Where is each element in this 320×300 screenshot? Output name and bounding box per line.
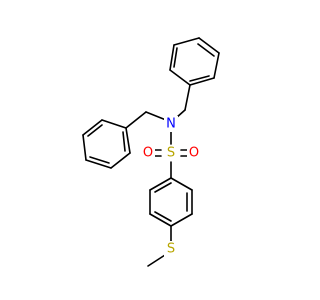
bond <box>125 111 147 129</box>
bond <box>197 43 215 57</box>
bond <box>125 127 131 154</box>
bond <box>145 111 167 121</box>
atom-label: O <box>189 146 199 161</box>
bond <box>169 44 175 71</box>
atom-labels: N S O O S <box>141 116 201 257</box>
bond <box>110 152 131 169</box>
bond <box>87 124 103 137</box>
bond <box>85 159 112 169</box>
bond <box>147 254 166 267</box>
bond <box>149 213 172 227</box>
bond <box>170 213 193 227</box>
bond <box>101 119 127 129</box>
nitrogen-atom: N <box>164 116 178 132</box>
oxygen-atom-left: O <box>141 145 155 161</box>
thioether-sulfur-atom: S <box>164 241 178 257</box>
bond <box>169 69 191 86</box>
bond <box>170 177 193 191</box>
bond <box>154 211 172 222</box>
bond <box>89 156 110 164</box>
bond <box>149 177 172 191</box>
bond <box>198 37 220 54</box>
bond <box>213 52 220 79</box>
atom-label: S <box>167 242 175 257</box>
bond <box>189 75 210 82</box>
bond <box>82 119 103 136</box>
bond <box>184 84 191 111</box>
atom-label: O <box>143 146 153 161</box>
bond <box>82 134 87 161</box>
bond <box>154 182 172 193</box>
molecule-structure: N S O O S <box>82 37 220 267</box>
bond <box>173 37 200 46</box>
sulfonyl-sulfur-atom: S <box>164 145 178 161</box>
bonds <box>82 37 220 267</box>
atom-label: S <box>167 146 175 161</box>
bond <box>173 47 178 68</box>
oxygen-atom-right: O <box>187 145 201 161</box>
bond <box>189 77 215 86</box>
bond <box>122 131 126 152</box>
atom-label: N <box>166 117 176 132</box>
